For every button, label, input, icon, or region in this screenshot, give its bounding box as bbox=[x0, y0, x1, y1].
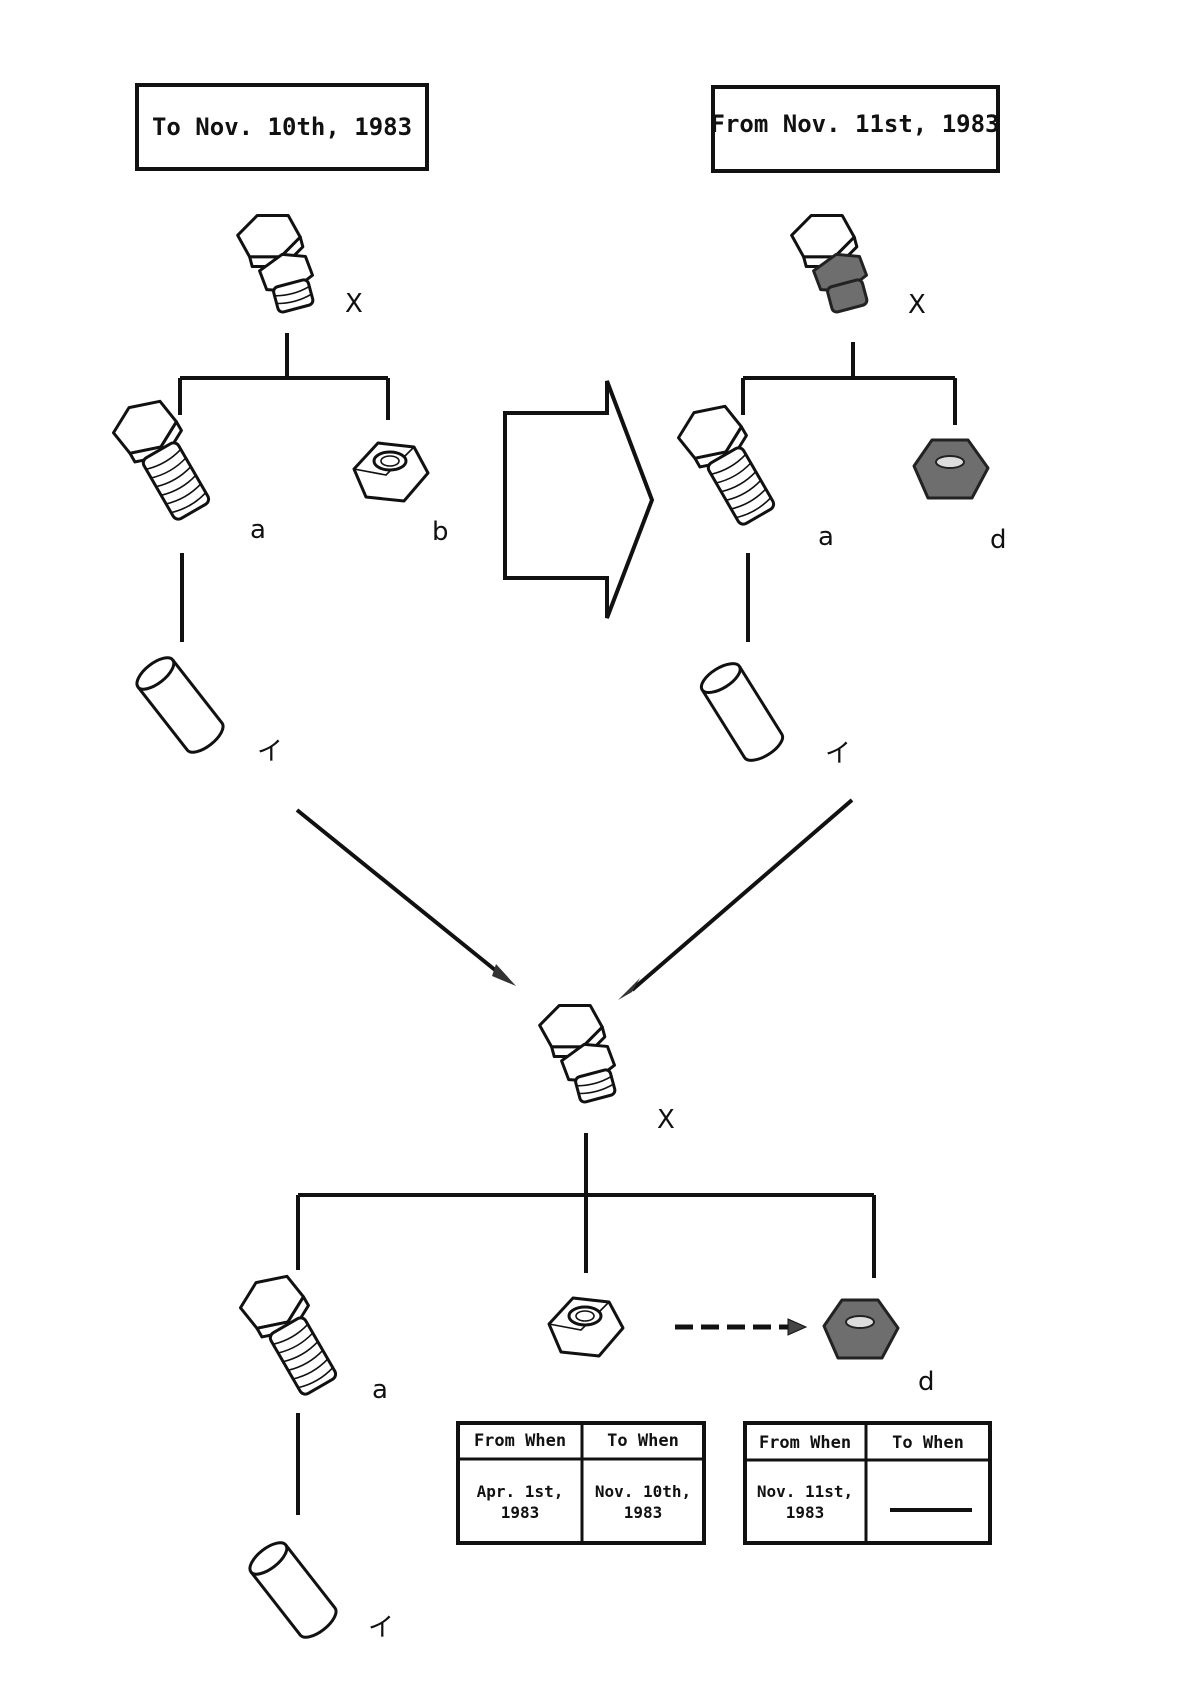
table-new-header-from: From When bbox=[759, 1433, 851, 1453]
bolt-a-icon bbox=[231, 1264, 348, 1403]
transition-arrow-icon bbox=[503, 380, 655, 619]
table-old-to-line1: Nov. 10th, bbox=[595, 1482, 691, 1501]
after-tree: X a d イ bbox=[669, 204, 1007, 769]
pin-i-icon bbox=[695, 656, 789, 768]
validity-table-old: From When To When Apr. 1st, 1983 Nov. 10… bbox=[456, 1421, 706, 1545]
merged-nut-label: d bbox=[918, 1367, 935, 1397]
replacement-arrow bbox=[675, 1318, 808, 1336]
after-nut-label: d bbox=[990, 525, 1007, 555]
table-old-header-to: To When bbox=[607, 1431, 679, 1451]
assembly-x-icon bbox=[534, 994, 624, 1110]
nut-b-icon bbox=[547, 1296, 625, 1358]
validity-table-new: From When To When Nov. 11st, 1983 bbox=[743, 1421, 992, 1545]
after-assembly-label: X bbox=[908, 290, 926, 320]
header-box-before: To Nov. 10th, 1983 bbox=[135, 83, 429, 171]
header-box-after: From Nov. 11st, 1983 bbox=[711, 85, 1000, 173]
before-nut-label: b bbox=[432, 517, 449, 547]
nut-d-icon bbox=[912, 438, 990, 500]
table-old-from-line1: Apr. 1st, bbox=[477, 1482, 564, 1501]
after-tree-connector bbox=[741, 342, 957, 425]
bolt-a-icon bbox=[669, 394, 786, 533]
before-tree-connector bbox=[178, 333, 390, 420]
header-after-text: From Nov. 11st, 1983 bbox=[711, 110, 1000, 138]
nut-b-icon bbox=[352, 441, 430, 503]
before-tree: X a b イ bbox=[104, 204, 449, 767]
table-new-from-line2: 1983 bbox=[786, 1503, 825, 1522]
header-before-text: To Nov. 10th, 1983 bbox=[152, 113, 412, 141]
merged-tree-connector bbox=[296, 1133, 876, 1278]
assembly-x-icon bbox=[232, 204, 322, 320]
merge-arrow-left bbox=[295, 808, 516, 986]
merge-arrow-right bbox=[618, 798, 854, 1000]
after-bolt-label: a bbox=[818, 522, 834, 552]
before-bolt-label: a bbox=[250, 515, 266, 545]
table-new-header-to: To When bbox=[892, 1433, 964, 1453]
pin-i-icon bbox=[243, 1535, 343, 1645]
table-old-from-line2: 1983 bbox=[501, 1503, 540, 1522]
assembly-x-changed-icon bbox=[786, 204, 876, 320]
nut-d-icon bbox=[822, 1298, 900, 1360]
table-old-header-from: From When bbox=[474, 1431, 566, 1451]
pin-i-icon bbox=[130, 650, 230, 760]
before-pin-label: イ bbox=[257, 737, 283, 767]
table-new-from-line1: Nov. 11st, bbox=[757, 1482, 853, 1501]
before-assembly-label: X bbox=[345, 289, 363, 319]
merged-bolt-label: a bbox=[372, 1375, 388, 1405]
merged-pin-label: イ bbox=[368, 1613, 394, 1643]
merged-assembly-label: X bbox=[657, 1105, 675, 1135]
after-pin-label: イ bbox=[825, 739, 851, 769]
bolt-a-icon bbox=[104, 389, 221, 528]
table-old-to-line2: 1983 bbox=[624, 1503, 663, 1522]
merged-tree: X a d イ bbox=[231, 994, 935, 1645]
